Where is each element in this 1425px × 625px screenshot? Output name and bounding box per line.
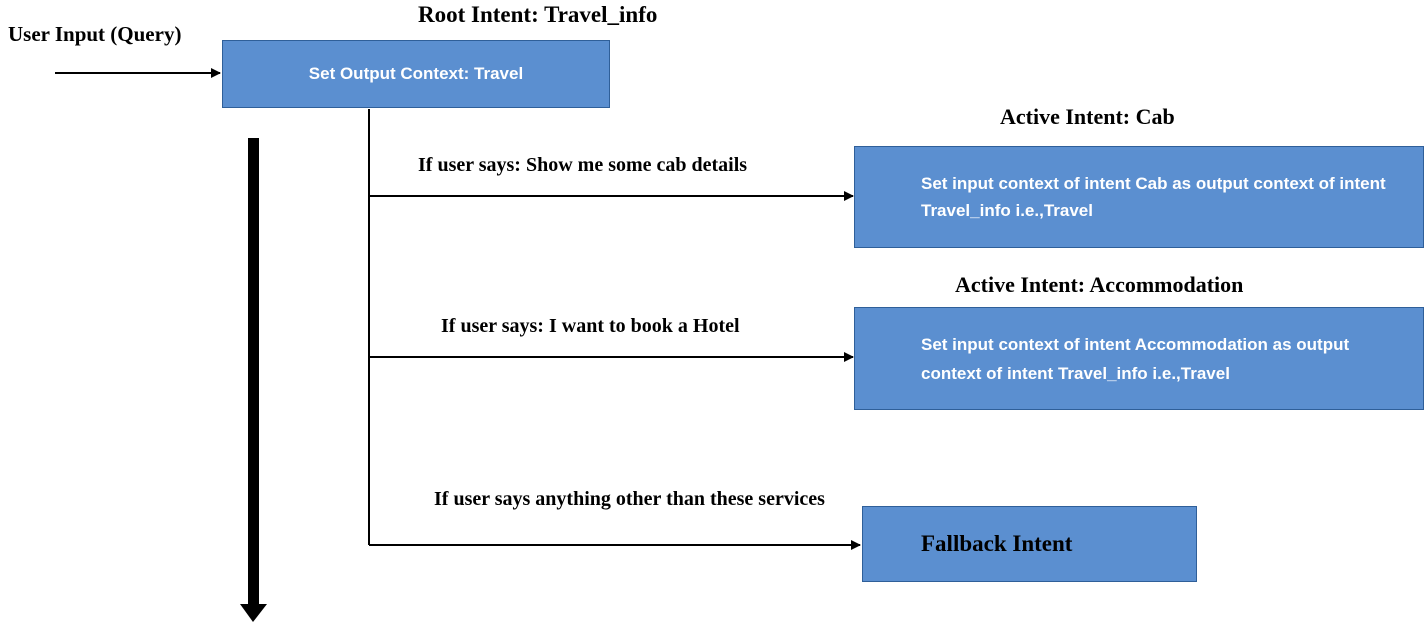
- root-intent-box: Set Output Context: Travel: [222, 40, 610, 108]
- cab-condition-label: If user says: Show me some cab details: [418, 154, 748, 176]
- fallback-intent-box: Fallback Intent: [862, 506, 1197, 582]
- accommodation-condition-label: If user says: I want to book a Hotel: [441, 315, 740, 337]
- root-intent-heading: Root Intent: Travel_info: [418, 2, 658, 27]
- accommodation-intent-box: Set input context of intent Accommodatio…: [854, 307, 1424, 410]
- cab-intent-box: Set input context of intent Cab as outpu…: [854, 146, 1424, 248]
- accommodation-intent-box-text: Set input context of intent Accommodatio…: [921, 334, 1350, 383]
- cab-intent-heading: Active Intent: Cab: [1000, 104, 1175, 129]
- flow-down-arrow-head: [240, 604, 267, 622]
- flow-down-arrow-shaft: [248, 138, 259, 606]
- root-intent-box-text: Set Output Context: Travel: [308, 64, 524, 83]
- user-input-label: User Input (Query): [8, 22, 182, 46]
- fallback-intent-box-text: Fallback Intent: [921, 531, 1073, 556]
- cab-intent-box-text: Set input context of intent Cab as outpu…: [921, 174, 1386, 220]
- fallback-condition-label: If user says anything other than these s…: [434, 488, 825, 510]
- accommodation-intent-heading: Active Intent: Accommodation: [955, 272, 1244, 297]
